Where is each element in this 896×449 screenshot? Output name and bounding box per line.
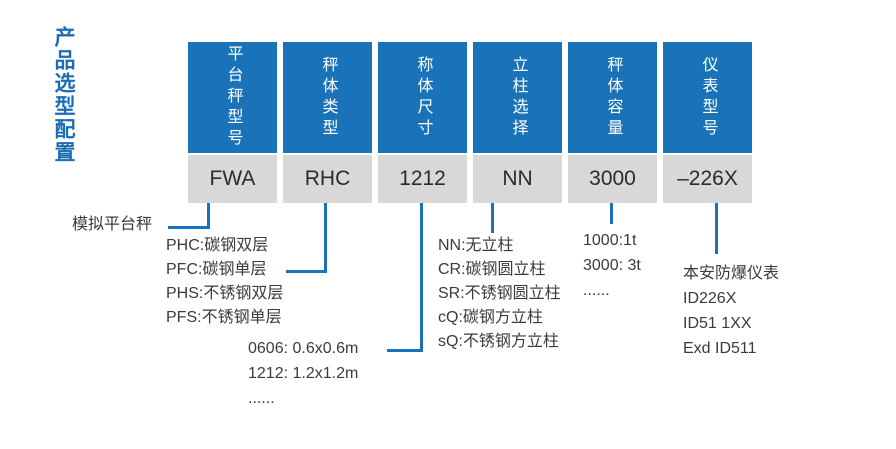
column-value: RHC xyxy=(283,155,372,203)
column-value: –226X xyxy=(663,155,752,203)
connector-line-capacity-vertical xyxy=(610,203,613,224)
column-header-label: 立柱选择 xyxy=(509,55,527,140)
note-line: sQ:不锈钢方立柱 xyxy=(438,333,559,350)
column-scale-body-type: 秤体类型 RHC xyxy=(283,42,372,203)
column-value-label: 1212 xyxy=(399,167,446,190)
note-line: 1212: 1.2x1.2m xyxy=(248,365,359,382)
note-line: CR:碳钢圆立柱 xyxy=(438,261,546,278)
connector-line-platform-vertical xyxy=(207,203,210,229)
column-header-label: 秤体类型 xyxy=(319,55,337,140)
connector-line-platform-horizontal xyxy=(168,226,210,229)
connector-line-size-horizontal xyxy=(387,349,423,352)
note-line: Exd ID511 xyxy=(683,340,757,357)
note-capacities: 1000:1t 3000: 3t ...... xyxy=(583,228,641,303)
note-indicator-models: 本安防爆仪表 ID226X ID51 1XX Exd ID511 xyxy=(683,261,779,361)
column-platform-model: 平台秤型号 FWA xyxy=(188,42,277,203)
connector-line-pillar-vertical xyxy=(491,203,494,233)
column-header: 秤体类型 xyxy=(283,42,372,153)
column-header-label: 称体尺寸 xyxy=(414,55,432,140)
column-header: 仪表型号 xyxy=(663,42,752,153)
column-header: 秤体容量 xyxy=(568,42,657,153)
column-value-label: 3000 xyxy=(589,167,636,190)
column-body-size: 称体尺寸 1212 xyxy=(378,42,467,203)
connector-line-size-vertical xyxy=(420,203,423,352)
note-line: PHS:不锈钢双层 xyxy=(166,285,284,302)
column-value: NN xyxy=(473,155,562,203)
column-value-label: FWA xyxy=(209,167,256,190)
note-line: ID51 1XX xyxy=(683,315,752,332)
column-value: FWA xyxy=(188,155,277,203)
note-line: PHC:碳钢双层 xyxy=(166,237,269,254)
note-line: cQ:碳钢方立柱 xyxy=(438,309,543,326)
column-header-label: 秤体容量 xyxy=(604,55,622,140)
column-pillar-choice: 立柱选择 NN xyxy=(473,42,562,203)
column-indicator-model: 仪表型号 –226X xyxy=(663,42,752,203)
note-line: PFC:碳钢单层 xyxy=(166,261,267,278)
connector-line-body-type-vertical xyxy=(324,203,327,273)
note-line: ...... xyxy=(248,390,275,407)
column-value: 1212 xyxy=(378,155,467,203)
column-value: 3000 xyxy=(568,155,657,203)
column-value-label: –226X xyxy=(677,167,738,190)
note-body-sizes: 0606: 0.6x0.6m 1212: 1.2x1.2m ...... xyxy=(248,336,358,411)
column-header: 平台秤型号 xyxy=(188,42,277,153)
note-analog-platform-scale: 模拟平台秤 xyxy=(72,216,153,233)
note-scale-body-types: PHC:碳钢双层 PFC:碳钢单层 PHS:不锈钢双层 PFS:不锈钢单层 xyxy=(166,234,283,330)
page-title: 产品选型配置 xyxy=(52,26,75,164)
note-line: ID226X xyxy=(683,290,737,307)
connector-line-indicator-vertical xyxy=(715,203,718,254)
note-line: 3000: 3t xyxy=(583,257,641,274)
column-value-label: NN xyxy=(502,167,533,190)
note-line: SR:不锈钢圆立柱 xyxy=(438,285,561,302)
note-pillar-options: NN:无立柱 CR:碳钢圆立柱 SR:不锈钢圆立柱 cQ:碳钢方立柱 sQ:不锈… xyxy=(438,234,561,354)
note-line: NN:无立柱 xyxy=(438,237,514,254)
note-line: 本安防爆仪表 xyxy=(683,265,780,282)
note-line: PFS:不锈钢单层 xyxy=(166,309,282,326)
connector-line-body-type-horizontal xyxy=(286,270,327,273)
column-value-label: RHC xyxy=(304,167,351,190)
column-header-label: 仪表型号 xyxy=(699,55,717,140)
note-line: 0606: 0.6x0.6m xyxy=(248,340,359,357)
note-line: 1000:1t xyxy=(583,232,637,249)
note-line: ...... xyxy=(583,282,610,299)
column-header: 立柱选择 xyxy=(473,42,562,153)
column-header-label: 平台秤型号 xyxy=(224,45,242,150)
column-capacity: 秤体容量 3000 xyxy=(568,42,657,203)
column-header: 称体尺寸 xyxy=(378,42,467,153)
